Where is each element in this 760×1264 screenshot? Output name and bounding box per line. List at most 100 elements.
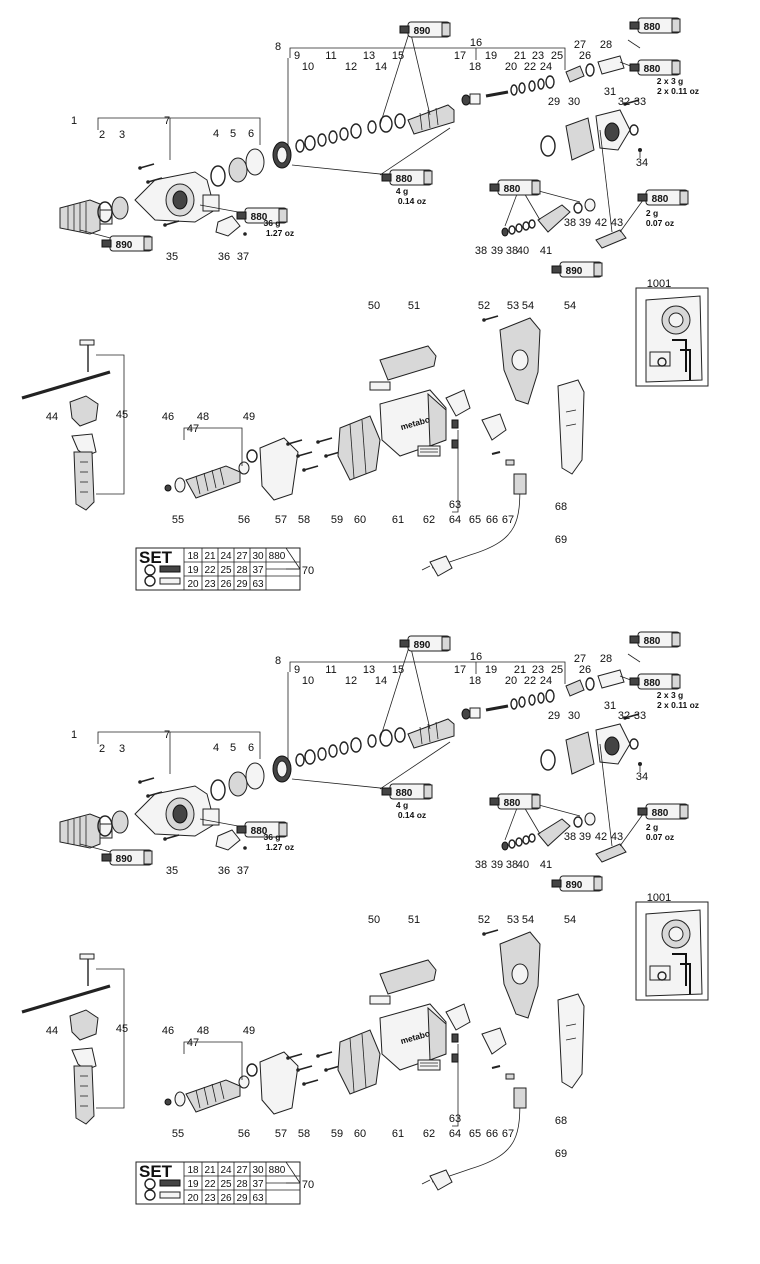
callout-51: 51 — [408, 914, 420, 926]
callout-65: 65 — [469, 1128, 481, 1140]
tube-code-880-f: 880 — [652, 808, 669, 819]
callout-39b: 39 — [579, 831, 591, 843]
callout-51: 51 — [408, 300, 420, 312]
callout-66: 66 — [486, 1128, 498, 1140]
set-cell: 19 — [187, 1179, 199, 1190]
callout-2: 2 — [99, 129, 105, 141]
callout-56: 56 — [238, 514, 250, 526]
tube-code-880-e: 880 — [504, 184, 521, 195]
callout-28: 28 — [600, 653, 612, 665]
callout-1: 1 — [71, 115, 77, 127]
callout-33: 33 — [634, 96, 646, 108]
set-cell: 880 — [269, 551, 286, 562]
callout-23: 23 — [532, 50, 544, 62]
qty-4g: 4 g — [396, 186, 408, 196]
callout-48: 48 — [197, 1025, 209, 1037]
set-cell: 22 — [204, 565, 216, 576]
callout-40: 40 — [517, 859, 529, 871]
callout-3: 3 — [119, 129, 125, 141]
set-title: SET — [139, 1162, 173, 1181]
callout-9: 9 — [294, 664, 300, 676]
qty-2g: 2 g — [646, 822, 658, 832]
callout-8: 8 — [275, 655, 281, 667]
callout-12: 12 — [345, 675, 357, 687]
diagram-variant-bottom — [22, 632, 708, 1204]
set-cell: 25 — [220, 1179, 232, 1190]
callout-22: 22 — [524, 61, 536, 73]
callout-23: 23 — [532, 664, 544, 676]
callout-45: 45 — [116, 1023, 128, 1035]
diagram-variant-top — [22, 18, 708, 590]
set-cell: 18 — [187, 1165, 199, 1176]
callout-14: 14 — [375, 675, 387, 687]
callout-18: 18 — [469, 61, 481, 73]
callout-66: 66 — [486, 514, 498, 526]
callout-5: 5 — [230, 742, 236, 754]
callout-20: 20 — [505, 61, 517, 73]
callout-19: 19 — [485, 664, 497, 676]
callout-31: 31 — [604, 700, 616, 712]
callout-4: 4 — [213, 742, 219, 754]
callout-47: 47 — [187, 423, 199, 435]
callout-42: 42 — [595, 831, 607, 843]
callout-53: 53 — [507, 914, 519, 926]
callout-26: 26 — [579, 664, 591, 676]
callout-5: 5 — [230, 128, 236, 140]
callout-49: 49 — [243, 411, 255, 423]
qty-2x0-11oz: 2 x 0.11 oz — [657, 700, 699, 710]
callout-35: 35 — [166, 251, 178, 263]
callout-54: 54 — [522, 300, 534, 312]
callout-26: 26 — [579, 50, 591, 62]
callout-50: 50 — [368, 914, 380, 926]
labels-bottom: 1 2 3 7 4 5 6 8 9 10 11 12 13 14 15 16 1… — [46, 636, 699, 1204]
callout-53: 53 — [507, 300, 519, 312]
set-cell: 29 — [236, 1193, 248, 1204]
callout-7: 7 — [164, 115, 170, 127]
callout-43: 43 — [611, 217, 623, 229]
callout-35: 35 — [166, 865, 178, 877]
callout-24: 24 — [540, 675, 552, 687]
callout-67: 67 — [502, 1128, 514, 1140]
tube-code-880-a: 880 — [644, 22, 661, 33]
callout-69: 69 — [555, 1148, 567, 1160]
callout-41: 41 — [540, 245, 552, 257]
set-title: SET — [139, 548, 173, 567]
callout-27: 27 — [574, 653, 586, 665]
qty-0-14oz: 0.14 oz — [398, 810, 426, 820]
set-cell: 63 — [252, 1193, 264, 1204]
callout-18: 18 — [469, 675, 481, 687]
callout-31: 31 — [604, 86, 616, 98]
tube-code-880-e: 880 — [504, 798, 521, 809]
callout-58: 58 — [298, 514, 310, 526]
set-cell: 63 — [252, 579, 264, 590]
callout-37: 37 — [237, 865, 249, 877]
callout-1001: 1001 — [647, 278, 671, 290]
callout-6: 6 — [248, 128, 254, 140]
callout-54b: 54 — [564, 914, 576, 926]
callout-40: 40 — [517, 245, 529, 257]
set-cell: 21 — [204, 1165, 216, 1176]
tube-code-880-c: 880 — [396, 174, 413, 185]
set-cell: 25 — [220, 565, 232, 576]
callout-19: 19 — [485, 50, 497, 62]
callout-49: 49 — [243, 1025, 255, 1037]
callout-57: 57 — [275, 1128, 287, 1140]
set-cell: 26 — [220, 579, 232, 590]
tube-code-890-c: 890 — [566, 266, 583, 277]
callout-6: 6 — [248, 742, 254, 754]
tube-code-880-d: 880 — [251, 826, 268, 837]
callout-68: 68 — [555, 501, 567, 513]
callout-60: 60 — [354, 514, 366, 526]
callout-30: 30 — [568, 710, 580, 722]
callout-24: 24 — [540, 61, 552, 73]
tube-code-880-f: 880 — [652, 194, 669, 205]
callout-69: 69 — [555, 534, 567, 546]
callout-21: 21 — [514, 664, 526, 676]
callout-62: 62 — [423, 514, 435, 526]
callout-50: 50 — [368, 300, 380, 312]
callout-38b: 38 — [506, 245, 518, 257]
callout-38c: 38 — [564, 831, 576, 843]
set-cell: 30 — [252, 551, 264, 562]
callout-45: 45 — [116, 409, 128, 421]
qty-36g: 36 g — [263, 218, 280, 228]
